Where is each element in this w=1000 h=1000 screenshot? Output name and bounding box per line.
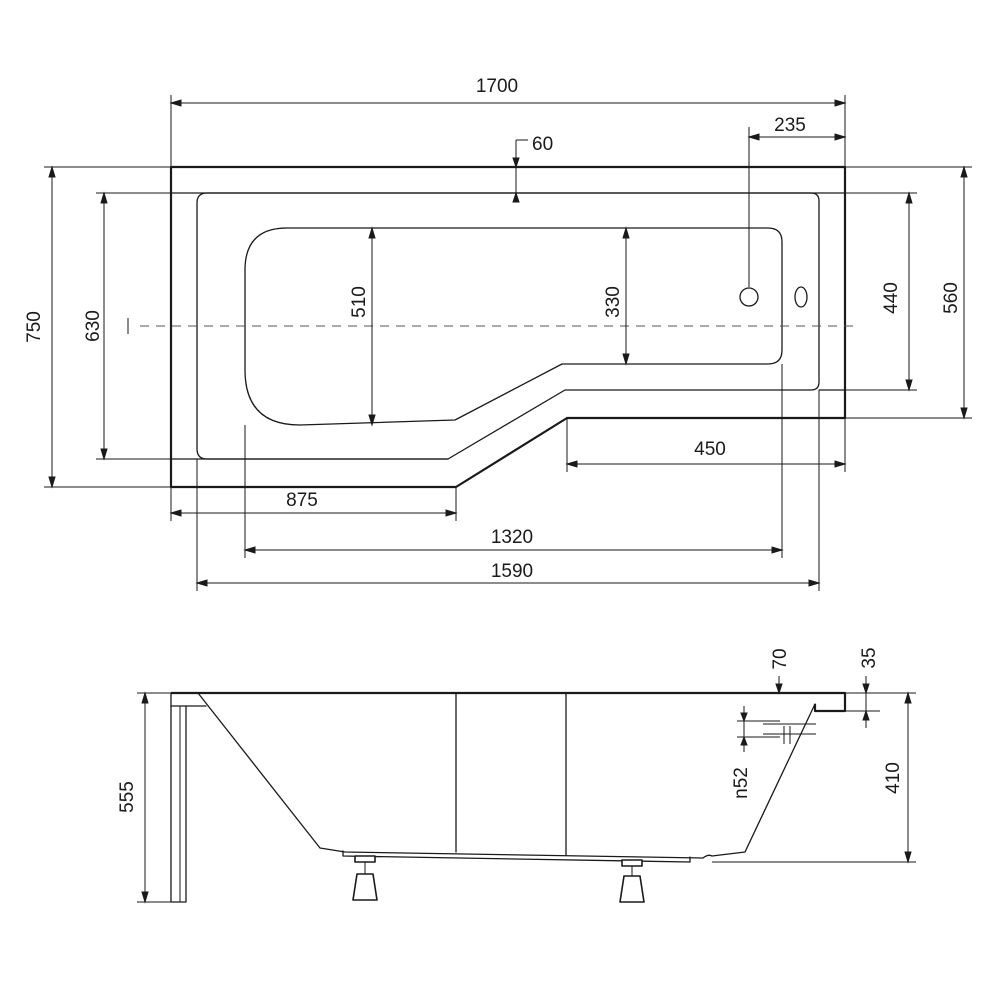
dim-label-440: 440 (881, 282, 902, 314)
dim-label-n52: n52 (731, 767, 752, 799)
arrowhead (512, 191, 520, 203)
arrowhead (834, 99, 847, 107)
plan-outer-outline (169, 165, 847, 489)
leg-foot (619, 875, 645, 903)
dim-label-450: 450 (694, 439, 726, 460)
arrowhead (195, 579, 208, 587)
arrowhead (48, 476, 56, 489)
dim-label-235: 235 (774, 115, 806, 136)
arrowhead (368, 226, 376, 239)
dim-label-60: 60 (532, 134, 553, 155)
dim-label-1320: 1320 (491, 527, 533, 548)
arrowhead (141, 691, 149, 704)
side-front-panel (170, 705, 187, 903)
arrowhead (740, 712, 748, 723)
dim-label-630: 630 (83, 310, 104, 342)
plan-basin-outline (244, 227, 783, 426)
arrowhead (771, 546, 784, 554)
side-basin-profile (197, 692, 816, 859)
arrowhead (834, 460, 847, 468)
arrowhead (141, 891, 149, 904)
arrowhead (169, 99, 182, 107)
dim-label-750: 750 (24, 311, 45, 343)
arrowhead (834, 133, 847, 141)
dim-label-555: 555 (117, 781, 138, 813)
arrowhead (904, 851, 912, 864)
leg-bracket (621, 859, 643, 867)
arrowhead (622, 353, 630, 366)
arrowhead (565, 460, 578, 468)
arrowhead (905, 379, 913, 392)
arrowhead (905, 191, 913, 204)
arrowhead (904, 691, 912, 704)
plan-view: 1700 235 60 750 630 510 (24, 76, 972, 591)
arrowhead (775, 683, 783, 695)
arrowhead (862, 683, 870, 695)
side-view: n52 70 35 410 555 (117, 647, 916, 904)
arrowhead (243, 546, 256, 554)
leg-bracket (354, 855, 376, 863)
arrowhead (960, 165, 968, 178)
arrowhead (169, 509, 182, 517)
dim-label-35: 35 (859, 647, 880, 668)
arrowhead (445, 509, 458, 517)
drain-hole (739, 287, 759, 307)
arrowhead (48, 165, 56, 178)
plan-deck-inner-outline (196, 192, 820, 460)
arrowhead (862, 709, 870, 721)
dim-label-1700: 1700 (476, 76, 518, 97)
arrowhead (740, 735, 748, 746)
support-leg-right (619, 859, 645, 903)
dim-label-70: 70 (770, 648, 791, 669)
dim-label-560: 560 (941, 282, 962, 314)
arrowhead (368, 414, 376, 427)
arrowhead (512, 157, 520, 169)
arrowhead (808, 579, 821, 587)
support-leg-left (352, 855, 378, 901)
dim-label-1590: 1590 (491, 561, 533, 582)
arrowhead (622, 226, 630, 239)
dim-label-410: 410 (883, 762, 904, 794)
dim-label-510: 510 (349, 286, 370, 318)
dim-label-875: 875 (286, 490, 318, 511)
arrowhead (747, 133, 760, 141)
arrowhead (960, 407, 968, 420)
leg-foot (352, 873, 378, 901)
arrowhead (100, 191, 108, 204)
side-base-frame (342, 850, 691, 863)
dim-label-330: 330 (603, 286, 624, 318)
arrowhead (100, 448, 108, 461)
overflow-slot (794, 286, 808, 308)
